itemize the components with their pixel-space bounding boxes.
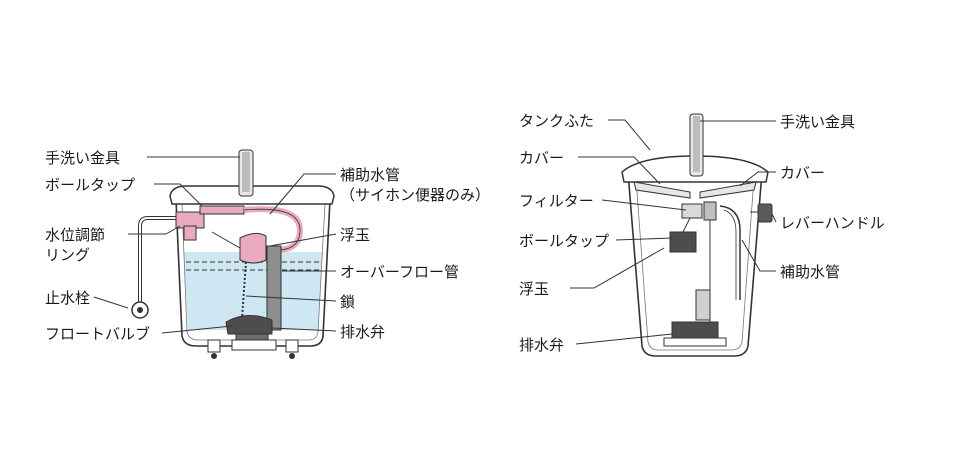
label-float-valve: フロートバルブ — [45, 325, 150, 343]
left-float-ball — [239, 232, 267, 264]
label-drain-valve-right: 排水弁 — [519, 336, 564, 354]
label-chain: 鎖 — [340, 293, 355, 311]
right-cover-left — [633, 181, 691, 199]
left-float-valve — [225, 315, 273, 341]
label-aux-pipe-line1: 補助水管 — [340, 166, 400, 184]
label-cover-right-diagram-right: カバー — [780, 164, 825, 182]
label-water-level-ring-line2: リング — [45, 246, 90, 264]
label-aux-pipe-line2: （サイホン便器のみ） — [340, 186, 490, 204]
label-aux-pipe-right: 補助水管 — [780, 263, 840, 281]
right-lever-handle — [750, 203, 773, 223]
left-overflow-pipe — [266, 245, 282, 331]
label-cover-right-diagram-left: カバー — [519, 149, 564, 167]
right-cover-right — [699, 181, 757, 199]
left-stop-valve — [131, 301, 149, 319]
label-filter: フィルター — [519, 192, 594, 210]
right-aux-pipe — [719, 205, 741, 300]
right-drain-valve — [663, 321, 727, 347]
label-tank-lid: タンクふた — [519, 112, 594, 130]
label-overflow-pipe: オーバーフロー管 — [340, 263, 459, 281]
label-float-ball-right: 浮玉 — [519, 280, 549, 298]
left-chain — [241, 261, 247, 319]
left-ball-tap — [175, 205, 245, 241]
label-drain-valve-left: 排水弁 — [340, 323, 385, 341]
label-hand-wash-fitting-left: 手洗い金具 — [45, 149, 120, 167]
label-stop-valve: 止水栓 — [45, 289, 90, 307]
left-supply-pipe — [138, 216, 176, 303]
label-water-level-ring-line1: 水位調節 — [45, 226, 105, 244]
left-tank-diagram — [93, 149, 337, 359]
right-tank-diagram — [570, 113, 777, 357]
left-hand-wash-fitting — [238, 149, 254, 197]
right-tank-body — [627, 171, 763, 357]
label-ball-tap-right: ボールタップ — [519, 232, 609, 250]
label-float-ball-left: 浮玉 — [340, 226, 370, 244]
label-hand-wash-fitting-right: 手洗い金具 — [780, 113, 855, 131]
right-hand-wash-fitting — [689, 113, 704, 177]
right-float-ball — [669, 231, 697, 253]
label-ball-tap-left: ボールタップ — [45, 176, 135, 194]
label-lever-handle: レバーハンドル — [780, 214, 885, 232]
